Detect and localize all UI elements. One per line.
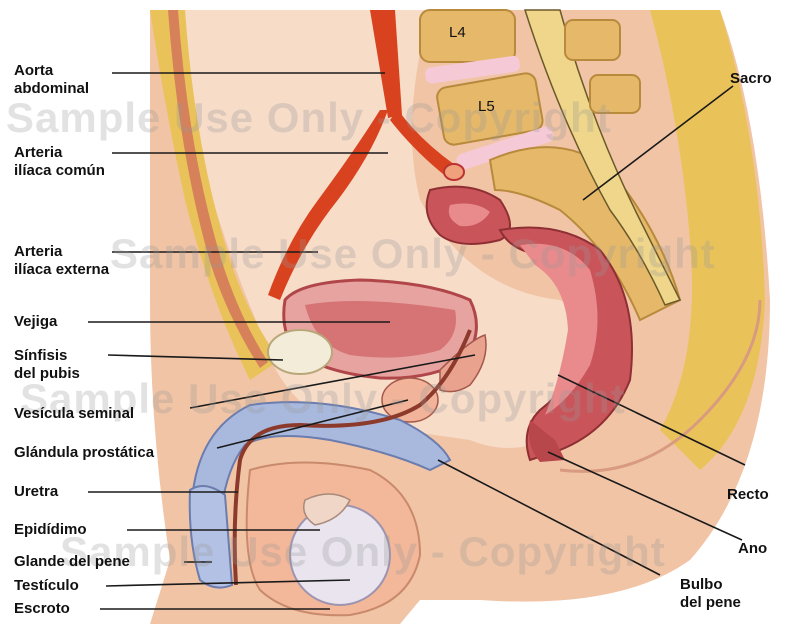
label-testiculo: Testículo	[14, 577, 79, 595]
label-bulbo: Bulbo del pene	[680, 576, 741, 612]
pubic-symphysis	[268, 330, 332, 374]
watermark-1: Sample Use Only - Copyright	[6, 94, 612, 142]
watermark-2: Sample Use Only - Copyright	[110, 230, 716, 278]
vertebra-l4	[420, 10, 515, 62]
label-glande: Glande del pene	[14, 553, 130, 571]
vertebra-label-l5: L5	[478, 98, 495, 116]
label-iliaca-comun: Arteria ilíaca común	[14, 144, 105, 180]
label-sacro: Sacro	[730, 70, 772, 88]
vertebra-label-l4: L4	[449, 24, 466, 42]
label-vesicula: Vesícula seminal	[14, 405, 134, 423]
label-iliaca-externa: Arteria ilíaca externa	[14, 243, 109, 279]
label-sinfisis: Sínfisis del pubis	[14, 347, 80, 383]
label-epididimo: Epidídimo	[14, 521, 87, 539]
spinous-process-1	[565, 20, 620, 60]
label-uretra: Uretra	[14, 483, 58, 501]
label-prostata: Glándula prostática	[14, 444, 154, 462]
label-recto: Recto	[727, 486, 769, 504]
iliac-cut-end	[444, 164, 464, 180]
label-aorta: Aorta abdominal	[14, 62, 89, 98]
label-ano: Ano	[738, 540, 767, 558]
label-escroto: Escroto	[14, 600, 70, 618]
label-vejiga: Vejiga	[14, 313, 57, 331]
watermark-4: Sample Use Only - Copyright	[60, 528, 666, 576]
